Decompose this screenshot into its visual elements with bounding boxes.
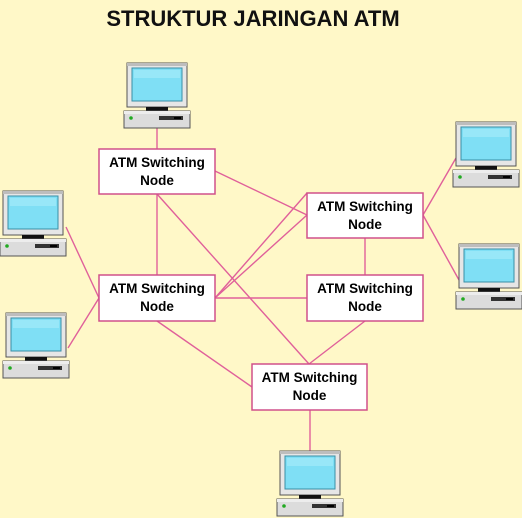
desktop-computer-icon — [452, 121, 520, 188]
node-label-line1: ATM Switching — [109, 155, 205, 170]
node-box — [98, 274, 216, 322]
node-box — [306, 192, 424, 239]
link-n2-n3 — [214, 214, 308, 299]
node-label-line2: Node — [348, 217, 382, 232]
node-label-line1: ATM Switching — [262, 370, 358, 385]
monitor-stand — [146, 107, 168, 111]
desktop-computer-icon — [276, 450, 344, 517]
disk-drive-slot — [159, 116, 183, 120]
node-label-line2: Node — [293, 388, 327, 403]
node-label-line1: ATM Switching — [109, 281, 205, 296]
link-n4-n5 — [308, 320, 366, 365]
monitor-stand — [299, 495, 321, 499]
disk-drive-slot — [312, 504, 336, 508]
node-label-line2: Node — [348, 299, 382, 314]
node-label-line1: ATM Switching — [317, 199, 413, 214]
disk-drive-slot — [491, 297, 515, 301]
monitor-stand — [475, 166, 497, 170]
node-box — [98, 148, 216, 195]
disk-drive-slot — [38, 366, 62, 370]
link-n1-n5 — [156, 193, 310, 365]
link-pc-right-upper-n3 — [422, 157, 457, 216]
monitor-stand — [25, 357, 47, 361]
disk-drive-slot — [35, 244, 59, 248]
node-label-line1: ATM Switching — [317, 281, 413, 296]
node-box — [306, 274, 424, 322]
power-led — [5, 244, 9, 248]
desktop-computer-icon — [2, 312, 70, 379]
monitor-stand — [478, 288, 500, 292]
link-n2-n5 — [156, 320, 253, 388]
disk-drive-slot — [488, 175, 512, 179]
power-led — [458, 175, 462, 179]
computers-layer — [0, 62, 522, 517]
links-layer — [65, 128, 460, 451]
link-n1-n3 — [214, 170, 308, 216]
link-pc-left-lower-n2 — [67, 297, 100, 349]
power-led — [8, 366, 12, 370]
power-led — [282, 504, 286, 508]
link-pc-left-upper-n2 — [65, 226, 100, 299]
monitor-stand — [22, 235, 44, 239]
link-pc-right-lower-n3 — [422, 214, 460, 281]
node-box — [251, 363, 368, 411]
desktop-computer-icon — [0, 190, 67, 257]
desktop-computer-icon — [455, 243, 522, 310]
power-led — [461, 297, 465, 301]
desktop-computer-icon — [123, 62, 191, 129]
node-label-line2: Node — [140, 299, 174, 314]
diagram-title: STRUKTUR JARINGAN ATM — [106, 6, 399, 31]
power-led — [129, 116, 133, 120]
link-n3-n5 — [214, 192, 308, 299]
node-label-line2: Node — [140, 173, 174, 188]
